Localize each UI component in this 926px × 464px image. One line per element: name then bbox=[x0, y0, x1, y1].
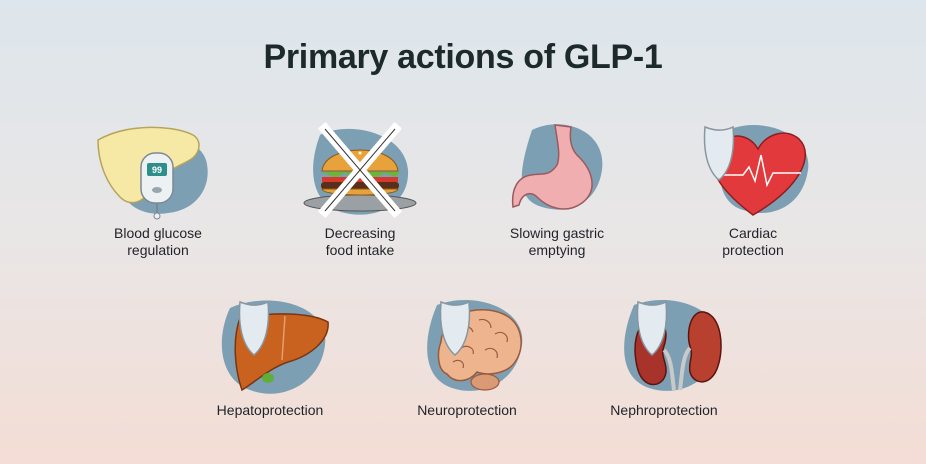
meter-reading: 99 bbox=[152, 165, 162, 175]
item-label: Slowing gastric emptying bbox=[509, 225, 605, 258]
burger-crossed-icon bbox=[303, 121, 417, 219]
item-label: Blood glucose regulation bbox=[114, 225, 202, 258]
item-blood-glucose: 99 Blood glucose regulation bbox=[58, 115, 258, 259]
item-cardiac-protection: Cardiac protection bbox=[653, 115, 853, 259]
item-label: Nephroprotection bbox=[610, 402, 718, 418]
item-gastric-emptying: Slowing gastric emptying bbox=[457, 115, 657, 259]
brain-shield-icon bbox=[427, 299, 523, 391]
page-title: Primary actions of GLP-1 bbox=[263, 38, 663, 76]
item-label: Neuroprotection bbox=[417, 402, 517, 418]
pancreas-glucose-meter-icon: 99 bbox=[97, 126, 208, 220]
kidney-shield-icon bbox=[624, 299, 722, 391]
item-neuroprotection: Neuroprotection bbox=[367, 290, 567, 419]
item-nephroprotection: Nephroprotection bbox=[564, 290, 764, 419]
item-hepatoprotection: Hepatoprotection bbox=[170, 290, 370, 419]
item-label: Cardiac protection bbox=[722, 225, 784, 258]
heart-shield-icon bbox=[703, 124, 809, 216]
item-food-intake: Decreasing food intake bbox=[260, 115, 460, 259]
liver-shield-icon bbox=[221, 300, 329, 394]
item-label: Hepatoprotection bbox=[216, 402, 324, 418]
item-label: Decreasing food intake bbox=[324, 225, 396, 258]
stomach-icon bbox=[511, 124, 603, 210]
